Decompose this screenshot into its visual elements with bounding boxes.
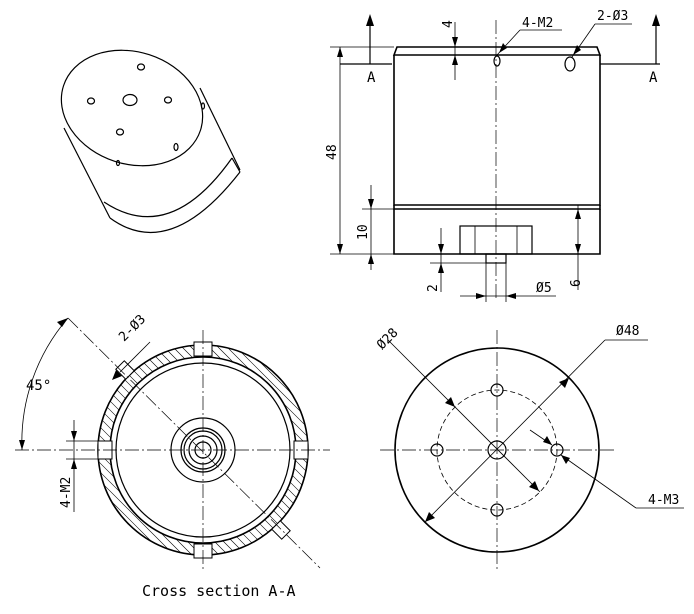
dim-arrow xyxy=(452,37,458,47)
section-arrow-left xyxy=(366,14,374,26)
dim-arrow xyxy=(425,512,435,522)
dim-arrow xyxy=(575,244,581,254)
dim-2d3-section: 2-Ø3 xyxy=(116,312,149,345)
iso-center-hole xyxy=(122,93,138,107)
leader-arrow xyxy=(573,45,581,55)
plan-m3-hole xyxy=(550,443,564,457)
dim-arrow xyxy=(476,293,486,299)
section-label-left: A xyxy=(367,70,376,86)
section-caption: Cross section A-A xyxy=(142,582,296,600)
iso-side-left xyxy=(63,127,111,219)
leader-line xyxy=(119,341,151,373)
hatch-line xyxy=(218,345,308,555)
base-ring xyxy=(393,209,601,255)
dim-d48: Ø48 xyxy=(616,324,639,339)
dim-arrow xyxy=(337,244,343,254)
leader-arrow xyxy=(499,43,507,53)
dim-2d3-top: 2-Ø3 xyxy=(597,9,628,24)
leader-arrow xyxy=(112,370,122,380)
iso-side-hole xyxy=(200,102,206,110)
hatch-line xyxy=(227,345,308,555)
dim-4m2-top: 4-M2 xyxy=(522,16,553,31)
section-d3-hole xyxy=(115,360,135,380)
leader-arrow xyxy=(543,436,552,445)
dim-arrow xyxy=(506,293,516,299)
dim-d28-line xyxy=(387,339,541,493)
dim-2: 2 xyxy=(426,284,441,292)
dim-arrow xyxy=(529,481,539,491)
dim-6: 6 xyxy=(569,279,584,287)
iso-hole xyxy=(136,63,146,71)
plan-m3-hole xyxy=(490,503,504,517)
iso-side-hole xyxy=(115,159,121,167)
dim-4m2-section: 4-M2 xyxy=(59,477,74,508)
dim-45: 45° xyxy=(26,378,51,394)
plan-view: Ø28 Ø48 4-M3 xyxy=(374,324,684,570)
iso-hole xyxy=(163,96,173,104)
dim-arrow xyxy=(71,459,77,469)
iso-step-side xyxy=(231,157,241,173)
dim-arrow xyxy=(337,47,343,57)
hatch-line xyxy=(98,345,190,555)
dim-4m3: 4-M3 xyxy=(648,493,679,508)
iso-bottom-edge xyxy=(109,171,241,233)
dim-arrow xyxy=(559,378,569,388)
iso-hole xyxy=(115,128,125,136)
dim-arrow xyxy=(452,55,458,65)
body-outline xyxy=(393,55,601,206)
dim-arrow xyxy=(71,431,77,441)
body-base-step xyxy=(393,205,601,210)
section-d3-hole xyxy=(271,520,291,540)
section-centerline-diag xyxy=(67,317,321,569)
dim-d28: Ø28 xyxy=(374,326,401,353)
section-label-right: A xyxy=(649,70,658,86)
iso-side-hole xyxy=(173,142,179,152)
iso-hole xyxy=(86,97,96,105)
dim-arrow xyxy=(438,263,444,273)
dim-arrow xyxy=(575,209,581,219)
plan-center-hole xyxy=(487,440,507,460)
iso-top-face xyxy=(60,49,204,167)
iso-step-edge xyxy=(103,157,233,218)
dim-arrow xyxy=(57,318,68,327)
dim-arrow xyxy=(368,199,374,209)
iso-side-right xyxy=(199,87,241,171)
dim-arrow xyxy=(445,397,455,407)
plan-m3-hole xyxy=(490,383,504,397)
dim-arrow xyxy=(368,254,374,264)
isometric-view xyxy=(60,49,241,233)
dim-d48-line xyxy=(424,339,606,523)
dim-48: 48 xyxy=(325,144,340,160)
dim-45-arc xyxy=(21,317,69,451)
front-elevation: A A 48 10 4 4-M2 2-Ø3 xyxy=(325,9,660,302)
d3-hole-front xyxy=(564,56,576,72)
dim-arrow xyxy=(438,244,444,254)
hatch-line xyxy=(0,330,63,570)
m2-hole-front xyxy=(493,55,501,67)
leader-line xyxy=(560,454,637,509)
section-arrow-right xyxy=(652,14,660,26)
plan-m3-hole xyxy=(430,443,444,457)
leader-arrow xyxy=(561,455,570,464)
dim-arrow xyxy=(19,440,25,450)
body-top-chamfer xyxy=(392,46,602,56)
dim-d5: Ø5 xyxy=(536,281,552,296)
dim-4: 4 xyxy=(441,20,456,28)
dim-10: 10 xyxy=(356,224,371,240)
hatch-line xyxy=(98,345,181,555)
